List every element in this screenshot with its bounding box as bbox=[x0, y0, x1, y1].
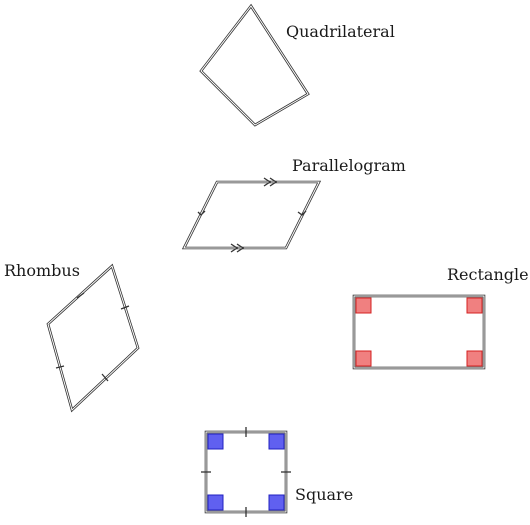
square-right-angle-marker bbox=[207, 494, 224, 511]
square-right-angle-marker bbox=[268, 494, 285, 511]
rectangle-right-angle-marker bbox=[466, 297, 483, 314]
square-label: Square bbox=[295, 485, 353, 504]
square-right-angle-marker bbox=[207, 433, 224, 450]
quadrilateral-label: Quadrilateral bbox=[286, 22, 395, 41]
rectangle-right-angle-marker bbox=[466, 350, 483, 367]
parallelogram-shape bbox=[181, 177, 322, 253]
rectangle-right-angle-marker bbox=[355, 297, 372, 314]
rectangle-label: Rectangle bbox=[447, 265, 529, 284]
rhombus-shape bbox=[46, 263, 140, 413]
quadrilateral-shape bbox=[199, 3, 310, 127]
square-shape bbox=[201, 427, 291, 517]
rectangle-shape bbox=[352, 294, 486, 370]
rectangle-right-angle-marker bbox=[355, 350, 372, 367]
parallelogram-label: Parallelogram bbox=[292, 156, 406, 175]
rhombus-label: Rhombus bbox=[4, 261, 80, 280]
square-right-angle-marker bbox=[268, 433, 285, 450]
